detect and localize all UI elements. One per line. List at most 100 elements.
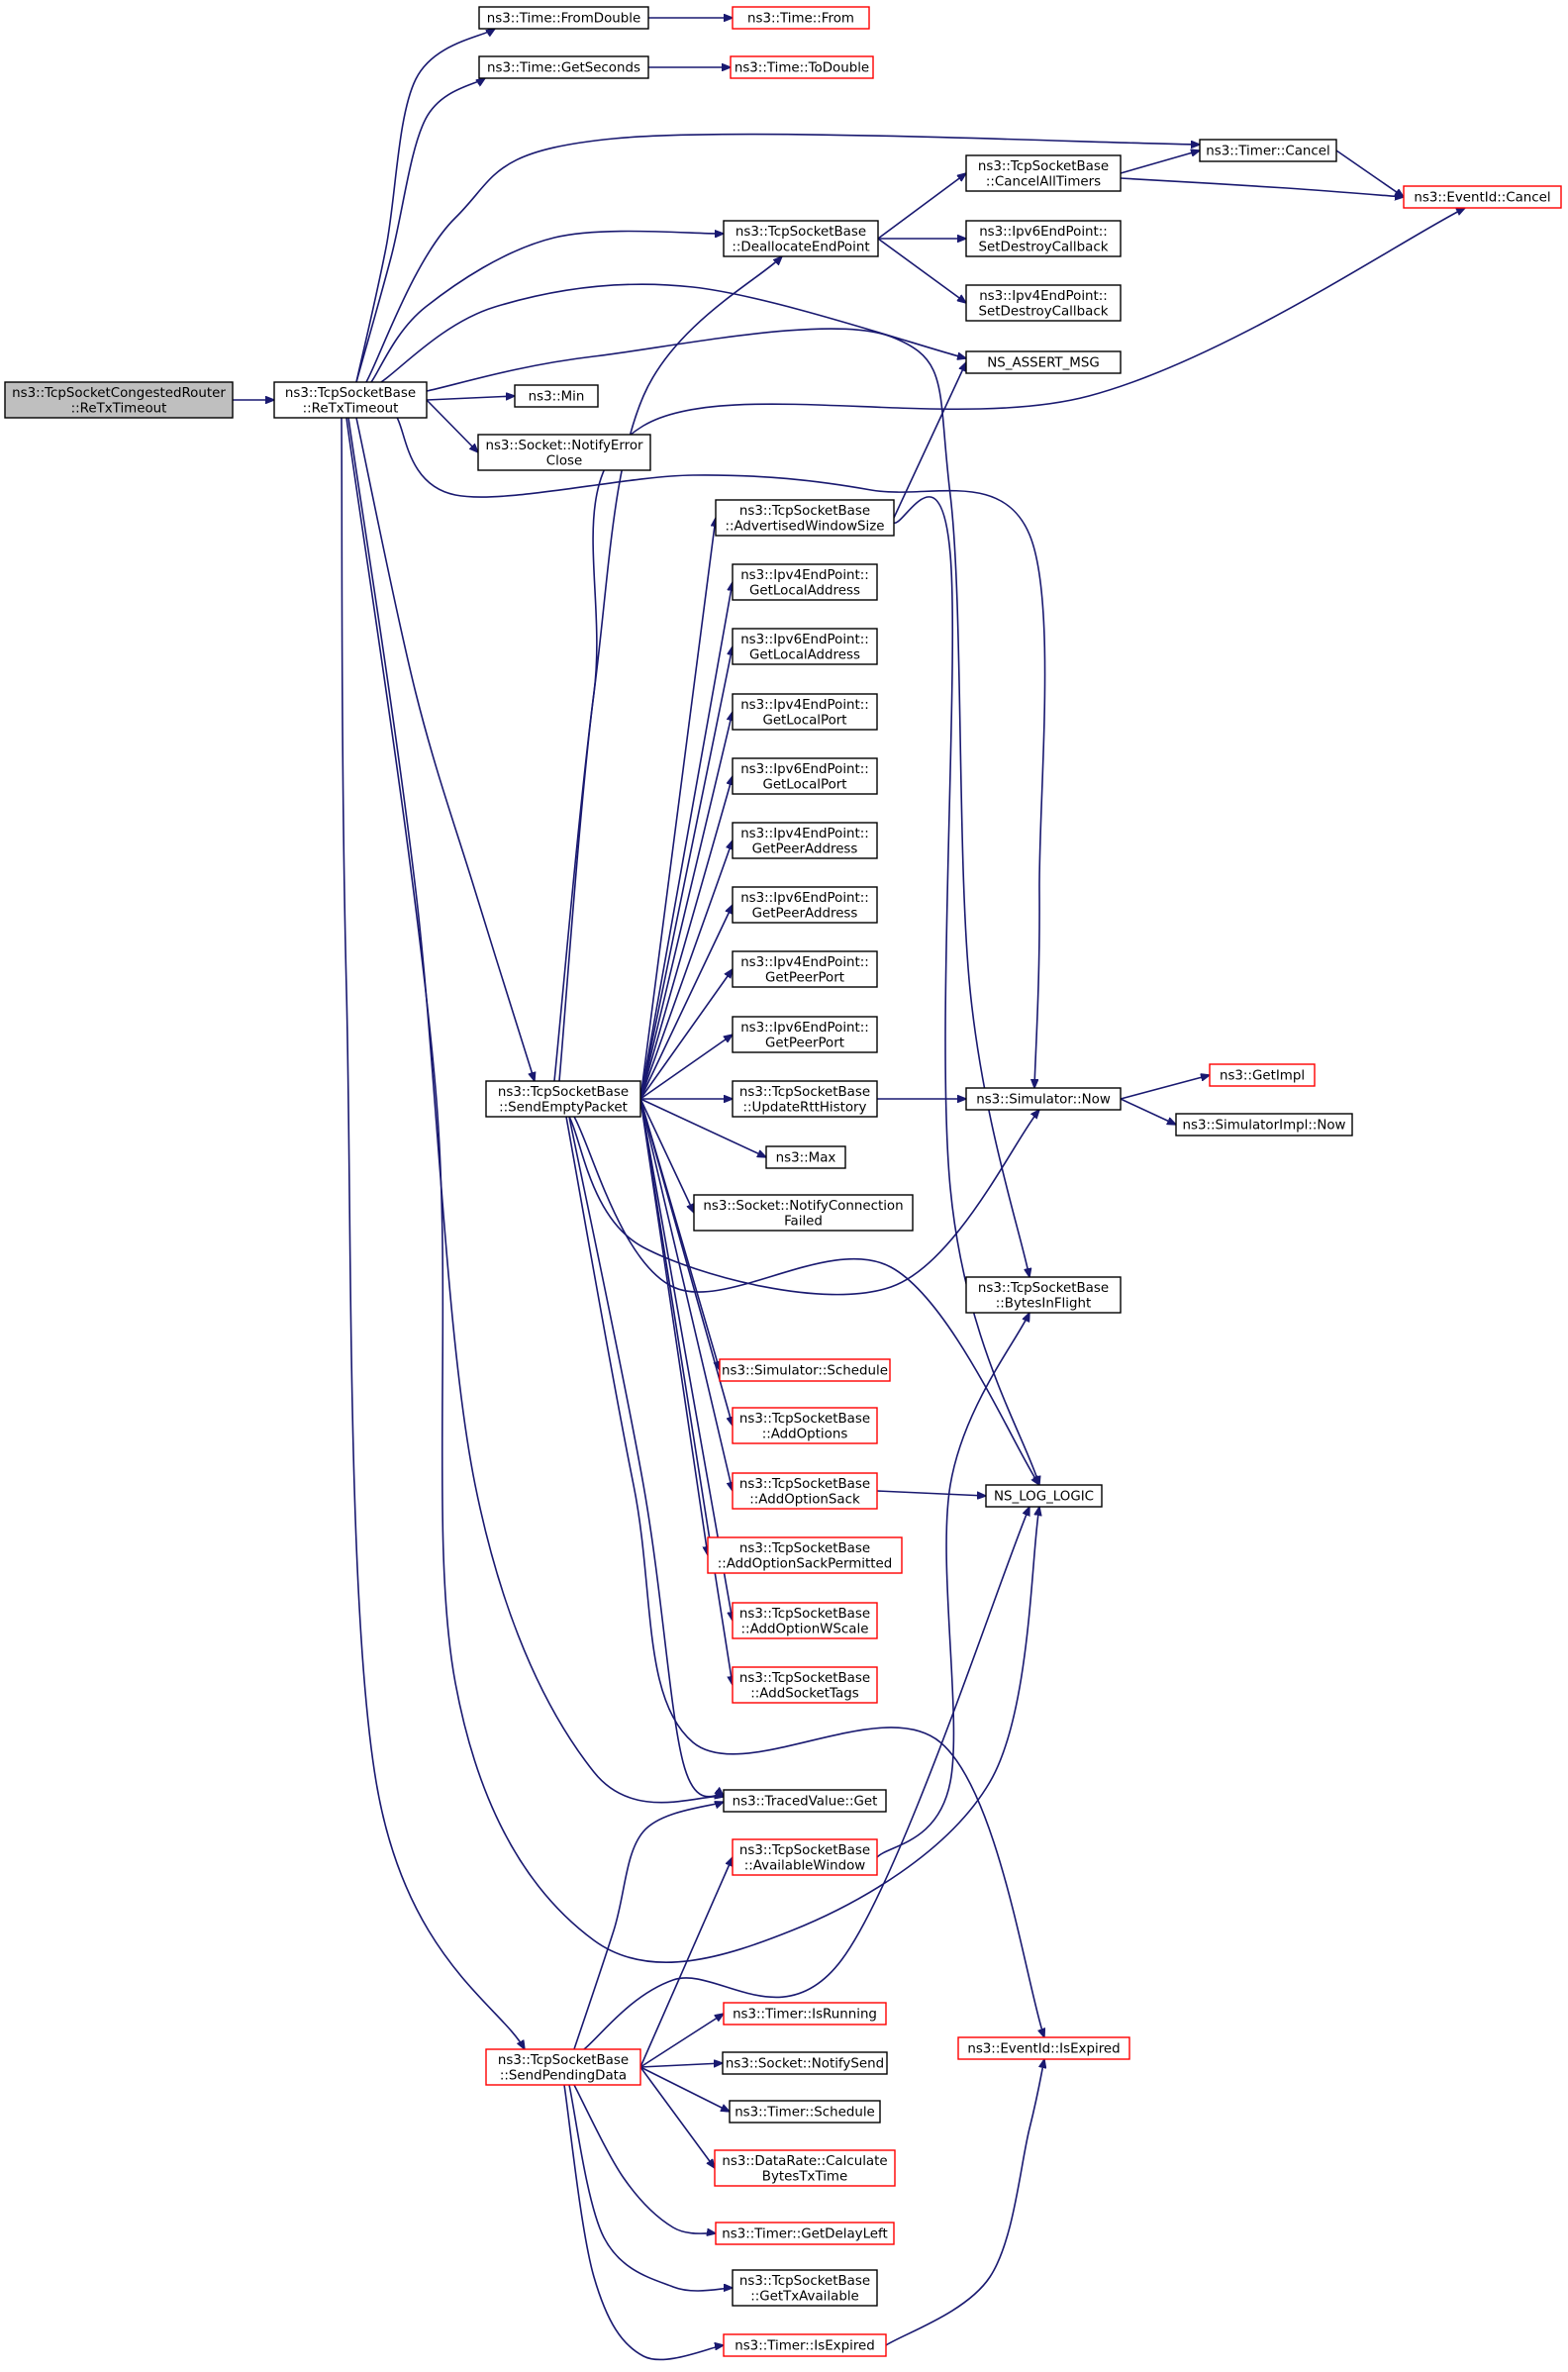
node-label: ns3::Ipv4EndPoint:: [740,568,869,583]
edge-sendpending-to-getdelayleft [573,2084,716,2233]
node-label: ::AdvertisedWindowSize [725,519,884,534]
node-notifysend[interactable]: ns3::Socket::NotifySend [722,2051,888,2075]
node-fromdouble[interactable]: ns3::Time::FromDouble [478,6,649,30]
node-bytesinflight[interactable]: ns3::TcpSocketBase::BytesInFlight [965,1276,1122,1314]
node-box [965,1087,1122,1111]
node-label: ns3::Time::From [747,12,854,27]
node-v6localport[interactable]: ns3::Ipv6EndPoint::GetLocalPort [732,757,878,795]
node-label: BytesTxTime [762,2169,847,2184]
edge-advwin-to-nslog [893,496,1039,1485]
node-label: ns3::TcpSocketBase [735,225,866,240]
edge-sendempty-to-eventcancel [558,208,1465,1082]
edge-sendempty-to-addsockettags [639,1098,733,1685]
node-dealloc[interactable]: ns3::TcpSocketBase::DeallocateEndPoint [723,220,879,257]
node-addsockettags[interactable]: ns3::TcpSocketBase::AddSocketTags [732,1666,878,1704]
node-timerisrunning[interactable]: ns3::Timer::IsRunning [723,2002,887,2026]
node-label: ns3::TcpSocketBase [739,1541,870,1556]
edge-sendempty-to-dealloc [553,256,782,1082]
node-box [732,1838,878,1876]
node-box [732,822,878,859]
node-addoptions[interactable]: ns3::TcpSocketBase::AddOptions [732,1407,878,1444]
node-sendempty[interactable]: ns3::TcpSocketBase::SendEmptyPacket [485,1080,641,1118]
node-addsackperm[interactable]: ns3::TcpSocketBase::AddOptionSackPermitt… [707,1536,903,1574]
node-label: ns3::TcpSocketBase [978,159,1109,174]
function-nodes: ns3::TcpSocketCongestedRouter::ReTxTimeo… [4,6,1562,2357]
node-simimplnow[interactable]: ns3::SimulatorImpl::Now [1175,1113,1353,1137]
node-label: GetPeerPort [765,1036,844,1050]
node-gettxavail[interactable]: ns3::TcpSocketBase::GetTxAvailable [732,2269,878,2307]
node-advwin[interactable]: ns3::TcpSocketBase::AdvertisedWindowSize [715,499,895,537]
node-ipv4destroy[interactable]: ns3::Ipv4EndPoint::SetDestroyCallback [965,284,1122,322]
node-availwin[interactable]: ns3::TcpSocketBase::AvailableWindow [732,1838,878,1876]
node-box [715,499,895,537]
node-label: ns3::Ipv4EndPoint:: [740,955,869,970]
node-cancelall[interactable]: ns3::TcpSocketBase::CancelAllTimers [965,154,1122,192]
edge-addoptionsack-to-nslog [876,1490,986,1496]
node-congested[interactable]: ns3::TcpSocketCongestedRouter::ReTxTimeo… [4,381,234,419]
node-v4localport[interactable]: ns3::Ipv4EndPoint::GetLocalPort [732,693,878,731]
node-label: ns3::TcpSocketBase [739,1671,870,1686]
node-nslog[interactable]: NS_LOG_LOGIC [985,1484,1103,1508]
node-v4localaddr[interactable]: ns3::Ipv4EndPoint::GetLocalAddress [732,563,878,601]
node-todouble[interactable]: ns3::Time::ToDouble [730,55,874,79]
node-box [723,2002,887,2026]
edge-sendempty-to-simnow [568,1110,1039,1296]
node-ipv6destroy[interactable]: ns3::Ipv6EndPoint::SetDestroyCallback [965,220,1122,257]
node-addwscale[interactable]: ns3::TcpSocketBase::AddOptionWScale [732,1602,878,1639]
node-v4peerport[interactable]: ns3::Ipv4EndPoint::GetPeerPort [732,950,878,988]
node-eventcancel[interactable]: ns3::EventId::Cancel [1403,185,1562,209]
node-box [957,2036,1130,2060]
node-label: GetLocalPort [762,777,846,792]
node-simschedule[interactable]: ns3::Simulator::Schedule [719,1358,891,1382]
node-timerschedule[interactable]: ns3::Timer::Schedule [729,2100,881,2124]
node-v6localaddr[interactable]: ns3::Ipv6EndPoint::GetLocalAddress [732,628,878,665]
node-label: ns3::TcpSocketBase [978,1281,1109,1296]
node-v6peeraddr[interactable]: ns3::Ipv6EndPoint::GetPeerAddress [732,886,878,924]
node-box [732,6,870,30]
node-sendpending[interactable]: ns3::TcpSocketBase::SendPendingData [485,2048,641,2086]
node-label: ns3::Timer::GetDelayLeft [722,2227,888,2242]
node-getdelayleft[interactable]: ns3::Timer::GetDelayLeft [715,2222,895,2245]
node-from[interactable]: ns3::Time::From [732,6,870,30]
node-simnow[interactable]: ns3::Simulator::Now [965,1087,1122,1111]
node-box [719,1358,891,1382]
node-label: SetDestroyCallback [979,304,1109,319]
node-label: ns3::Ipv6EndPoint:: [979,225,1108,240]
node-addoptionsack[interactable]: ns3::TcpSocketBase::AddOptionSack [732,1472,878,1510]
node-label: ns3::TcpSocketBase [285,386,416,401]
node-retx[interactable]: ns3::TcpSocketBase::ReTxTimeout [273,381,428,419]
edge-sendpending-to-nslog [583,1507,1030,2050]
edge-sendpending-to-availwin [639,1857,734,2068]
edge-advwin-to-assert [893,362,966,519]
node-label: Close [546,453,582,468]
node-label: ns3::Timer::IsExpired [735,2339,875,2354]
node-v6peerport[interactable]: ns3::Ipv6EndPoint::GetPeerPort [732,1016,878,1053]
node-label: ns3::TcpSocketCongestedRouter [12,386,226,401]
node-eventisexpired[interactable]: ns3::EventId::IsExpired [957,2036,1130,2060]
node-updatertt[interactable]: ns3::TcpSocketBase::UpdateRttHistory [732,1080,878,1118]
node-timerisexpired[interactable]: ns3::Timer::IsExpired [723,2333,887,2357]
node-timercancel[interactable]: ns3::Timer::Cancel [1199,139,1337,162]
node-getseconds[interactable]: ns3::Time::GetSeconds [478,55,649,79]
node-assert[interactable]: NS_ASSERT_MSG [965,350,1122,374]
edge-sendempty-to-v4localport [639,712,733,1100]
node-box [732,2269,878,2307]
node-min[interactable]: ns3::Min [514,384,599,408]
node-max[interactable]: ns3::Max [765,1145,846,1169]
node-box [723,2333,887,2357]
node-tracedget[interactable]: ns3::TracedValue::Get [723,1789,887,1813]
node-box [730,55,874,79]
node-label: GetLocalAddress [749,583,860,598]
node-box [478,55,649,79]
node-box [732,1472,878,1510]
edge-sendempty-to-v4peeraddr [639,840,733,1100]
edge-retx-to-timercancel [365,133,1200,383]
node-getimpl[interactable]: ns3::GetImpl [1209,1063,1316,1087]
edge-simnow-to-getimpl [1120,1075,1210,1100]
edge-sendempty-to-addoptions [639,1098,733,1426]
edge-sendempty-to-v6peeraddr [639,905,733,1100]
node-v4peeraddr[interactable]: ns3::Ipv4EndPoint::GetPeerAddress [732,822,878,859]
